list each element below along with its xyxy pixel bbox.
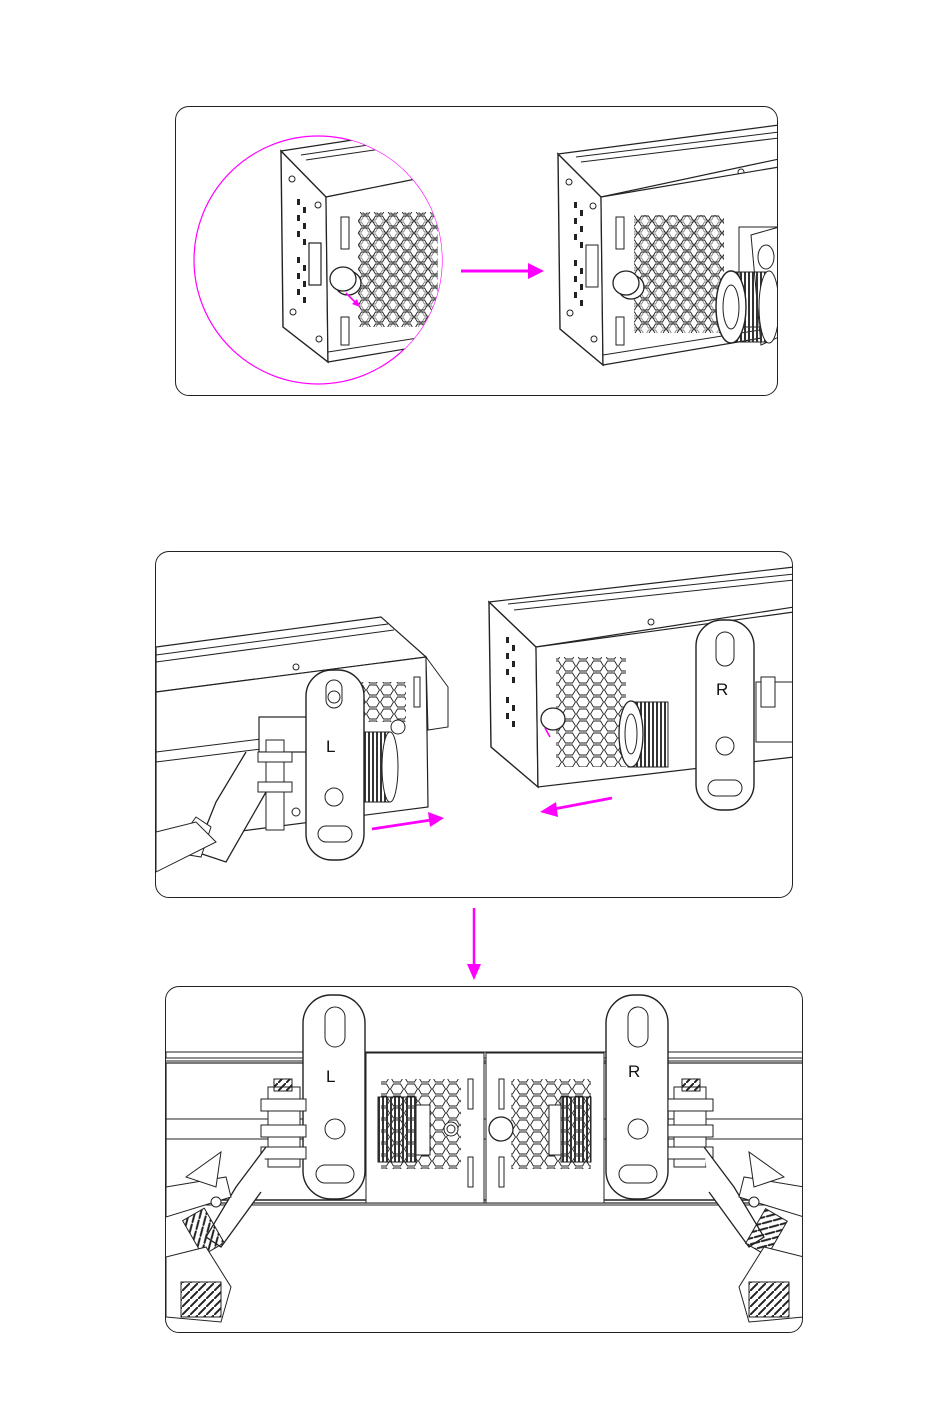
knob-icon [716, 271, 778, 343]
left-bracket-label: L [326, 737, 335, 756]
right-bracket-label: R [716, 680, 728, 699]
step-1-panel [175, 106, 778, 396]
bar-end-closeup [281, 121, 476, 362]
step-3-panel: L R [165, 986, 803, 1333]
bracket-icon [306, 670, 364, 860]
arrow-right-icon [461, 263, 544, 279]
right-bar: R [489, 567, 793, 810]
step-1-illustration [176, 107, 778, 396]
right-bracket [606, 995, 668, 1199]
bar-end-with-knob [558, 125, 778, 365]
left-bracket [303, 995, 365, 1199]
left-bar: L [156, 617, 448, 872]
step-2-illustration: L [156, 552, 793, 898]
arrow-right-icon [372, 812, 444, 829]
left-bracket-label-3: L [326, 1067, 335, 1086]
step-2-panel: L [155, 551, 793, 898]
right-bracket-label-3: R [628, 1062, 640, 1081]
arrow-left-icon [540, 798, 612, 817]
step-3-illustration: L R [166, 987, 803, 1333]
